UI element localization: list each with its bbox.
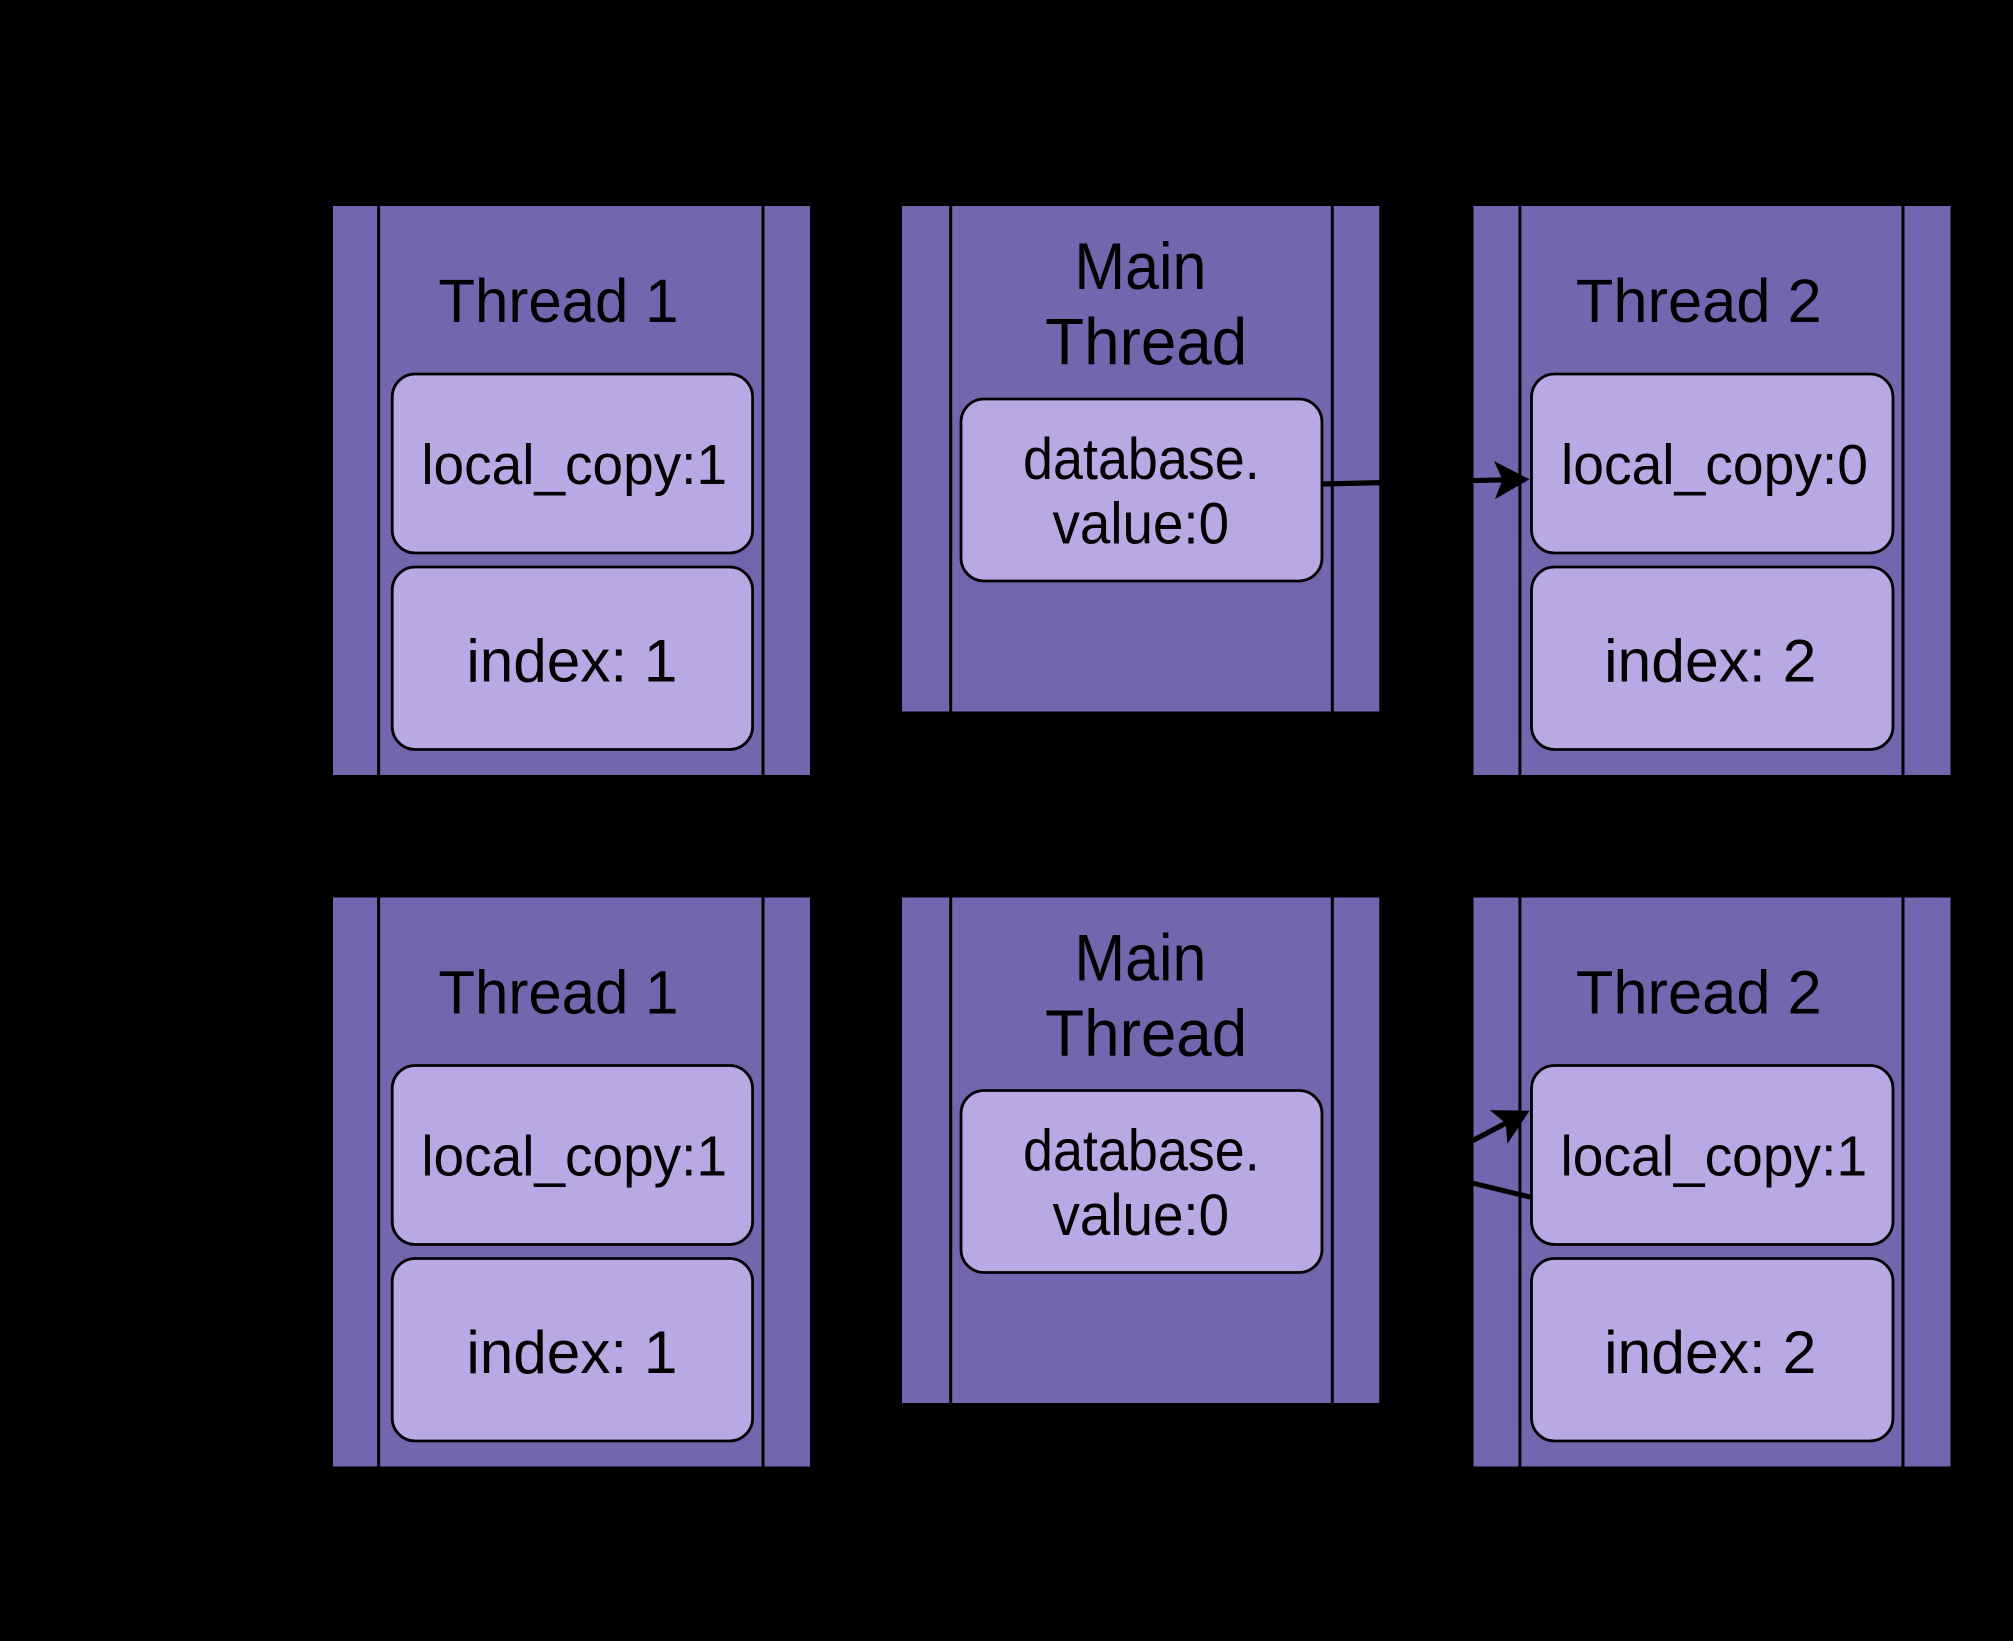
svg-text:Thread 1: Thread 1: [438, 267, 678, 336]
svg-text:Main: Main: [1074, 229, 1206, 303]
svg-text:Main: Main: [1074, 920, 1206, 994]
svg-text:value:0: value:0: [1053, 491, 1230, 556]
svg-text:local_copy:1: local_copy:1: [421, 433, 727, 497]
svg-text:database.: database.: [1023, 427, 1260, 492]
svg-text:Thread: Thread: [1045, 306, 1247, 380]
svg-text:index: 2: index: 2: [1604, 1319, 1816, 1386]
svg-text:value:0: value:0: [1053, 1183, 1230, 1248]
svg-text:index: 1: index: 1: [466, 1319, 677, 1386]
svg-text:Thread: Thread: [1045, 997, 1247, 1071]
svg-text:index: 2: index: 2: [1604, 628, 1816, 695]
svg-text:local_copy:0: local_copy:0: [1561, 433, 1868, 497]
svg-text:Thread 2: Thread 2: [1576, 958, 1822, 1027]
svg-text:Thread 2: Thread 2: [1576, 267, 1822, 336]
svg-text:Thread 1: Thread 1: [438, 958, 678, 1027]
svg-text:local_copy:1: local_copy:1: [1560, 1124, 1867, 1188]
svg-text:local_copy:1: local_copy:1: [421, 1124, 727, 1188]
svg-text:database.: database.: [1023, 1118, 1260, 1183]
svg-text:index: 1: index: 1: [466, 628, 677, 695]
